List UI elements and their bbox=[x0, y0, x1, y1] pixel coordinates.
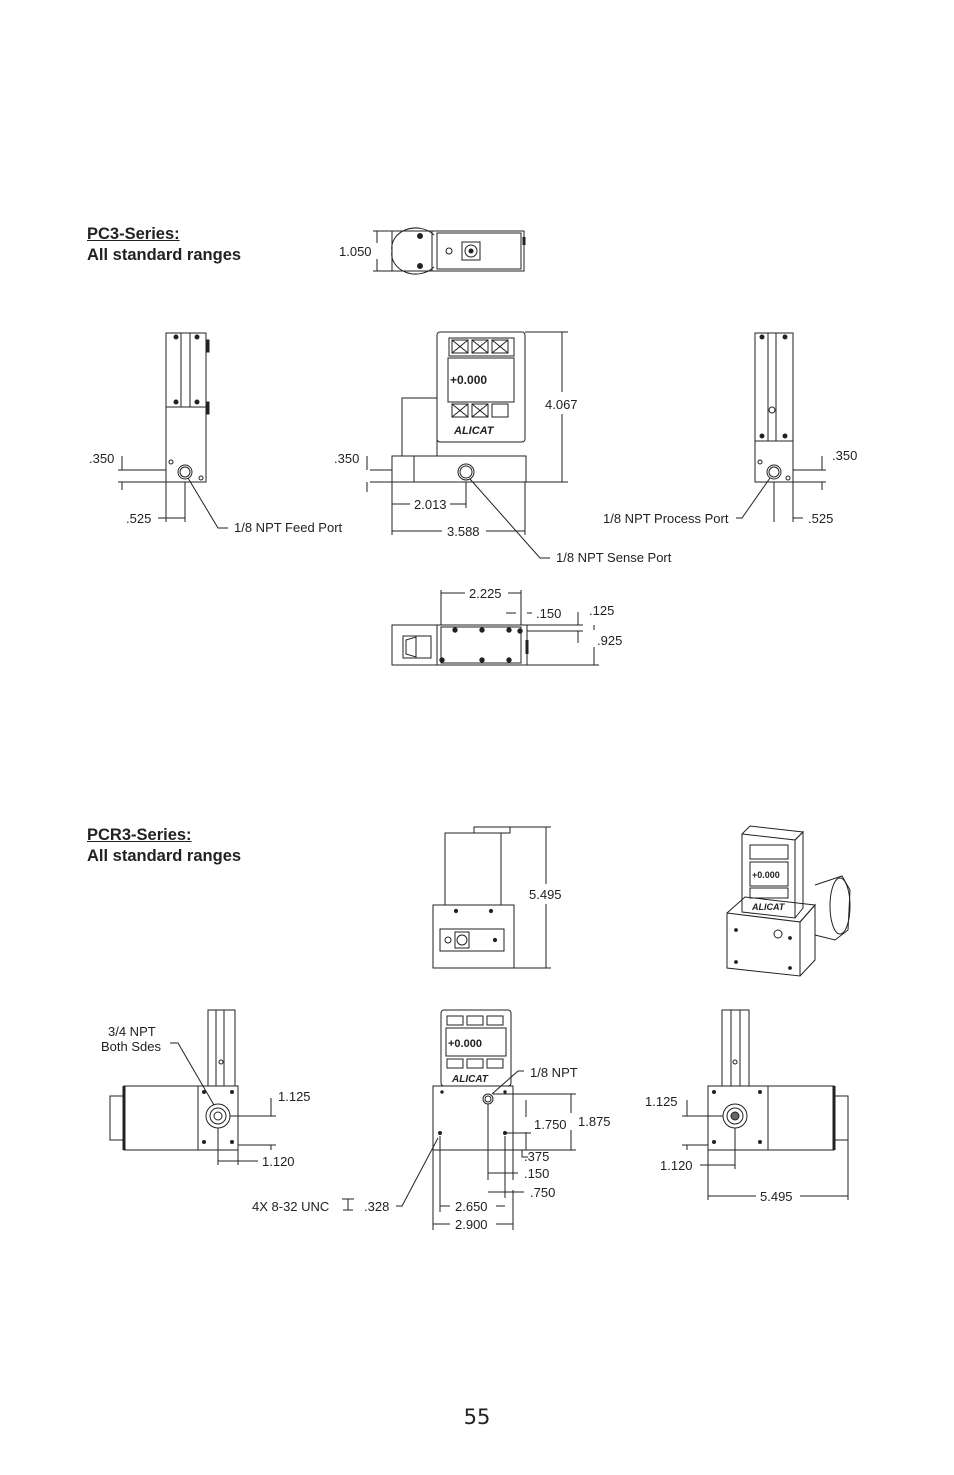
pc3-top-view: 1.050 bbox=[339, 227, 526, 275]
pcr3-iso-brand: ALICAT bbox=[751, 902, 786, 912]
pcr3-iso-reading: +0.000 bbox=[752, 870, 780, 880]
pcr3-top-view: 5.495 bbox=[432, 826, 562, 969]
pc3-right-view: .350 .525 1/8 NPT Process Port bbox=[603, 332, 857, 526]
dim-1120-right: 1.120 bbox=[660, 1158, 693, 1173]
dim-1750: 1.750 bbox=[534, 1117, 567, 1132]
pc3-brand-logo: ALICAT bbox=[453, 425, 495, 437]
pcr3-front-view: +0.000 ALICAT 1/8 NPT 1.750 1.875 .375 .… bbox=[252, 1009, 611, 1232]
dim-2225: 2.225 bbox=[469, 586, 502, 601]
pcr3-subtitle: All standard ranges bbox=[87, 847, 242, 865]
pcr3-heading: PCR3-Series: All standard ranges bbox=[87, 825, 241, 867]
dim-2900: 2.900 bbox=[455, 1217, 488, 1232]
pc3-bottom-view: 2.225 .150 .125 .925 bbox=[391, 586, 622, 666]
pcr3-iso-view: +0.000 ALICAT bbox=[726, 825, 851, 977]
pc3-subtitle: All standard ranges bbox=[87, 246, 242, 264]
dim-150: .150 bbox=[536, 606, 561, 621]
pc3-left-view: .350 .525 1/8 NPT Feed Port bbox=[89, 332, 343, 535]
dim-350-left: .350 bbox=[89, 451, 114, 466]
page-number: 55 bbox=[463, 1405, 491, 1429]
pcr3-title: PCR3-Series: bbox=[87, 826, 192, 844]
dim-925: .925 bbox=[597, 633, 622, 648]
dim-125: .125 bbox=[589, 603, 614, 618]
pcr3-left-view: 3/4 NPT Both Sdes 1.125 1.120 bbox=[101, 1009, 311, 1169]
pcr3-brand-logo: ALICAT bbox=[451, 1074, 489, 1085]
dim-525-right: .525 bbox=[808, 511, 833, 526]
dim-1125-left: 1.125 bbox=[278, 1089, 311, 1104]
pc3-heading: PC3-Series: All standard ranges bbox=[87, 224, 241, 266]
pcr3-display-reading: +0.000 bbox=[448, 1038, 482, 1050]
dim-350-right: .350 bbox=[832, 448, 857, 463]
dim-525-left: .525 bbox=[126, 511, 151, 526]
dim-150-pcr3: .150 bbox=[524, 1166, 549, 1181]
npt-18-label: 1/8 NPT bbox=[530, 1065, 578, 1080]
dim-750: .750 bbox=[530, 1185, 555, 1200]
pc3-front-view: +0.000 ALICAT .350 2.013 3.588 4.067 1/8… bbox=[334, 331, 672, 565]
dim-1125-right: 1.125 bbox=[645, 1094, 678, 1109]
npt-34-line2: Both Sdes bbox=[101, 1039, 161, 1054]
dim-5495-bottom: 5.495 bbox=[760, 1189, 793, 1204]
sense-port-label: 1/8 NPT Sense Port bbox=[556, 550, 672, 565]
dim-1050: 1.050 bbox=[339, 244, 372, 259]
dim-4067: 4.067 bbox=[545, 397, 578, 412]
dim-5495-top: 5.495 bbox=[529, 887, 562, 902]
dim-3588: 3.588 bbox=[447, 524, 480, 539]
dim-2013: 2.013 bbox=[414, 497, 447, 512]
process-port-label: 1/8 NPT Process Port bbox=[603, 511, 729, 526]
pc3-title: PC3-Series: bbox=[87, 225, 180, 243]
dim-1120-left: 1.120 bbox=[262, 1154, 295, 1169]
dim-2650: 2.650 bbox=[455, 1199, 488, 1214]
feed-port-label: 1/8 NPT Feed Port bbox=[234, 520, 343, 535]
dim-350-mid: .350 bbox=[334, 451, 359, 466]
pc3-display-reading: +0.000 bbox=[450, 373, 487, 387]
pcr3-right-view: 1.125 1.120 5.495 bbox=[645, 1009, 849, 1204]
screw-depth-label: .328 bbox=[364, 1199, 389, 1214]
screw-label: 4X 8-32 UNC bbox=[252, 1199, 329, 1214]
dim-1875: 1.875 bbox=[578, 1114, 611, 1129]
dim-375: .375 bbox=[524, 1149, 549, 1164]
npt-34-line1: 3/4 NPT bbox=[108, 1024, 156, 1039]
depth-symbol-icon bbox=[342, 1198, 354, 1211]
